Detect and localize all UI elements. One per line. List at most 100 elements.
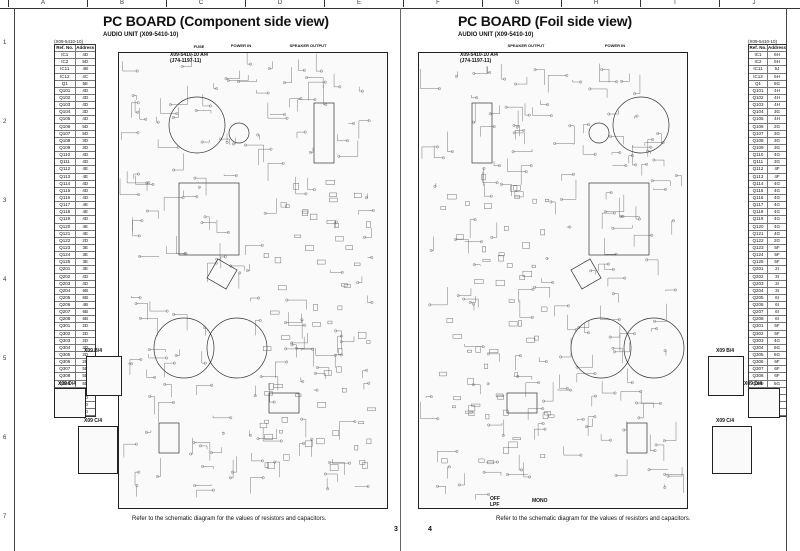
- table-cell: Q307: [749, 366, 768, 373]
- table-cell: Q121: [749, 230, 768, 237]
- table-cell: IC1: [749, 52, 768, 59]
- table-cell: Q119: [749, 216, 768, 223]
- table-cell: 5D: [82, 59, 89, 65]
- table-cell: 5F: [774, 244, 780, 250]
- table-cell: 5D: [76, 381, 96, 387]
- table-cell: IC11: [749, 66, 768, 73]
- table-cell: Q124: [55, 252, 76, 259]
- table-cell: 4B: [82, 66, 88, 72]
- table-cell: 4G: [773, 180, 780, 186]
- table-row: Q102 4D: [55, 94, 95, 103]
- row-label-2: 2: [3, 119, 7, 125]
- left-ref-caption: (X09-5410-10): [54, 39, 84, 44]
- table-cell: Q121: [55, 230, 76, 237]
- left-note: Refer to the schematic diagram for the v…: [132, 516, 327, 522]
- table-cell: Q309: [749, 380, 768, 387]
- table-cell: Q116: [55, 194, 76, 202]
- table-cell: Q101: [55, 87, 76, 94]
- column-divider: [403, 0, 404, 7]
- table-row: Q3085D: [55, 373, 95, 381]
- table-cell: Q207: [749, 309, 768, 316]
- table-cell: Q306: [749, 359, 768, 366]
- table-cell: 4D: [82, 280, 89, 286]
- column-divider: [324, 0, 325, 7]
- table-cell: Q201: [749, 266, 768, 273]
- table-cell: 4G: [773, 337, 780, 343]
- table-cell: Q111: [749, 159, 768, 166]
- table-cell: 6I: [775, 302, 779, 308]
- table-cell: Q111: [55, 159, 76, 166]
- ref-header-cell: Address: [76, 45, 95, 50]
- table-cell: 3G: [773, 159, 780, 165]
- table-cell: Q103: [55, 102, 76, 109]
- table-cell: Q116: [749, 194, 768, 202]
- table-row: Q303 4G: [749, 337, 786, 345]
- right-x09-b-label: X09 B/4: [716, 348, 735, 354]
- table-cell: Q309: [55, 380, 76, 387]
- table-cell: IC12: [749, 73, 768, 80]
- table-cell: Q112: [55, 166, 76, 173]
- table-cell: IC12: [55, 73, 76, 80]
- table-cell: 4G: [773, 209, 780, 215]
- table-cell: 4D: [82, 94, 89, 100]
- table-cell: Q102: [55, 94, 76, 102]
- table-cell: Q118: [55, 209, 76, 216]
- table-cell: Q302: [749, 330, 768, 337]
- table-cell: Q110: [55, 152, 76, 159]
- table-cell: 4H: [774, 102, 780, 108]
- table-cell: 6G: [773, 344, 780, 350]
- table-cell: Q303: [749, 337, 768, 344]
- table-cell: 2D: [82, 352, 89, 358]
- right-x09-c-board: [712, 426, 752, 474]
- table-cell: IC11: [55, 66, 76, 73]
- table-cell: Q205: [55, 294, 76, 302]
- row-label-7: 7: [3, 514, 7, 520]
- right-pc-board: SPEAKER OUTPUT POWER IN: [418, 43, 688, 509]
- column-label-i: I: [674, 0, 676, 6]
- table-cell: 2D: [82, 344, 89, 350]
- right-ref-header: Ref. No.Address: [749, 45, 786, 53]
- ref-header-cell: Ref. No.: [55, 45, 76, 52]
- right-x09-d-label: X09 D/4: [744, 381, 763, 387]
- right-note: Refer to the schematic diagram for the v…: [496, 516, 691, 522]
- column-divider: [166, 0, 167, 7]
- left-x09-d-board: [54, 388, 86, 418]
- table-cell: 6I: [775, 294, 779, 300]
- table-cell: 2D: [82, 237, 89, 243]
- column-label-c: C: [198, 0, 204, 6]
- table-row: IC11 4B: [55, 66, 95, 74]
- table-cell: 6B: [82, 287, 88, 293]
- table-cell: 4C: [82, 73, 89, 79]
- table-cell: 2D: [82, 337, 89, 343]
- right-board-ref: X09-5410-10 A/4: [460, 52, 498, 58]
- column-divider: [640, 0, 641, 7]
- table-cell: 2D: [82, 330, 89, 336]
- table-cell: Q202: [749, 273, 768, 280]
- table-row: Q3095D: [55, 380, 96, 388]
